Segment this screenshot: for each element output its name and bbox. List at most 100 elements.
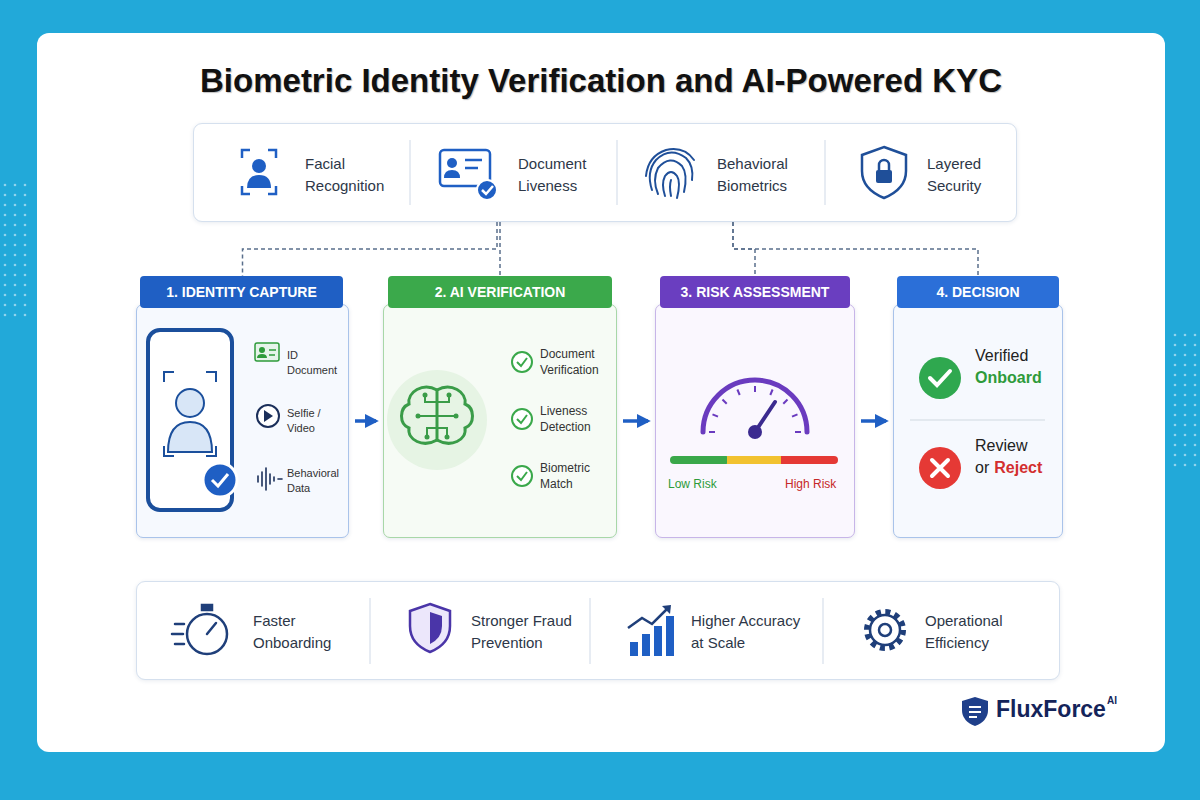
waveform-icon-part xyxy=(261,472,263,486)
phone-illustration-part-part xyxy=(164,372,174,382)
growth-chart-icon-part xyxy=(654,626,662,656)
play-icon-part xyxy=(264,410,273,422)
step-item-text: Behavioral Data xyxy=(287,466,345,496)
text-slot: High Risk xyxy=(785,476,847,492)
fraud-shield-icon-part xyxy=(430,612,442,644)
id-card-icon-part xyxy=(477,180,497,200)
text-slot: 4. DECISION xyxy=(897,276,1059,308)
feature-text: Facial Recognition xyxy=(305,153,400,197)
ai-brain-icon-part-part xyxy=(419,415,437,417)
text-slot: Review xyxy=(975,436,1057,456)
check-icon-part xyxy=(517,415,527,423)
ai-brain-icon-part-part xyxy=(423,393,428,398)
feature-item: Operational Efficiency xyxy=(831,592,1051,672)
face-icon-part xyxy=(252,159,266,173)
stopwatch-icon-part xyxy=(172,633,183,636)
ai-brain-icon-part-part xyxy=(427,428,437,436)
phone-illustration-part xyxy=(164,372,216,456)
feature-text: Operational Efficiency xyxy=(925,610,1035,654)
band-separator-part xyxy=(822,598,824,664)
growth-chart-icon-part xyxy=(630,642,638,656)
text-slot: Higher Accuracy at Scale xyxy=(691,610,816,654)
risk-gauge-part-part xyxy=(795,431,801,433)
decision-icons-part xyxy=(910,419,1045,421)
text-slot: Selfie / Video xyxy=(287,406,345,436)
text-slot: Onboard xyxy=(975,368,1057,388)
scale-label: High Risk xyxy=(785,476,847,492)
ai-brain-icon-part-part xyxy=(425,396,437,402)
band-separator-part xyxy=(589,598,591,664)
text-slot: ID Document xyxy=(287,348,345,378)
id-card-icon-part xyxy=(444,170,460,178)
id-card-icon-part xyxy=(465,159,482,162)
feature-text: Higher Accuracy at Scale xyxy=(691,610,816,654)
logo-wordmark: FluxForce xyxy=(996,696,1106,723)
check-icon-part xyxy=(517,472,527,480)
id-document-icon xyxy=(255,343,279,361)
text-slot: Document Verification xyxy=(540,346,612,378)
text-slot: Biometric Match xyxy=(540,460,612,492)
step-item-text: Document Verification xyxy=(540,346,612,378)
stopwatch-icon-part xyxy=(175,643,184,646)
risk-scale-bar-part xyxy=(670,456,730,464)
panel-body xyxy=(893,304,1063,538)
dot-texture-part xyxy=(0,180,32,320)
phone-illustration-part xyxy=(212,474,228,486)
text-slot: Reject xyxy=(994,458,1042,478)
risk-gauge-part-part xyxy=(709,431,715,433)
decision-icons-part xyxy=(919,357,961,399)
text-slot: Verified xyxy=(975,346,1057,366)
band-separator-part xyxy=(369,598,371,664)
step-item-text: Review xyxy=(975,436,1057,456)
gear-icon-part xyxy=(867,612,903,648)
page-title: Biometric Identity Verification and AI-P… xyxy=(37,62,1165,100)
flow-arrow xyxy=(861,419,886,423)
band-separator-part xyxy=(824,140,826,205)
ai-brain-icon-part-part xyxy=(454,414,459,419)
risk-gauge-part xyxy=(748,425,762,439)
ai-brain-icon-part-part xyxy=(437,387,473,443)
band-separator-part xyxy=(616,140,618,205)
text-slot: Behavioral Biometrics xyxy=(717,153,812,197)
ai-brain-icon-part xyxy=(419,396,455,436)
stopwatch-icon-part xyxy=(175,623,184,626)
step-item-text: Verified xyxy=(975,346,1057,366)
ai-brain-icon-part-part xyxy=(437,415,455,417)
text-slot: Facial Recognition xyxy=(305,153,400,197)
check-icon-part xyxy=(512,409,532,429)
step-item-text: Selfie / Video xyxy=(287,406,345,436)
benefit-band: Faster Onboarding Stronger Fraud Preventi… xyxy=(136,581,1060,680)
feature-band: Facial Recognition Document Liveness Behav… xyxy=(193,123,1017,222)
waveform-icon-part xyxy=(269,474,271,484)
step-item-text: Onboard xyxy=(975,368,1057,388)
dashed-connector xyxy=(243,222,498,276)
step-item-text: ID Document xyxy=(287,348,345,378)
growth-chart-icon-part xyxy=(642,634,650,656)
text-slot: Stronger Fraud Prevention xyxy=(471,610,581,654)
id-card-icon-part xyxy=(482,186,493,194)
band-separator-part xyxy=(409,140,411,205)
logo-shield-part xyxy=(962,697,988,726)
check-icon-part xyxy=(512,466,532,486)
step-item-text: Liveness Detection xyxy=(540,403,612,435)
risk-scale-bar-part xyxy=(781,456,787,464)
text-slot: 1. IDENTITY CAPTURE xyxy=(140,276,343,308)
gear-icon-part xyxy=(879,624,891,636)
ai-brain-icon-part-part xyxy=(447,393,452,398)
text-slot: Behavioral Data xyxy=(287,466,345,496)
flow-arrow xyxy=(355,419,376,423)
waveform-icon-part xyxy=(265,468,267,490)
text-slot: Faster Onboarding xyxy=(253,610,358,654)
feature-text: Document Liveness xyxy=(518,153,608,197)
dot-texture-part xyxy=(1170,330,1200,470)
ai-brain-icon-part xyxy=(416,393,459,440)
id-card-icon-part xyxy=(447,158,457,168)
step-item-text: Biometric Match xyxy=(540,460,612,492)
stage-header: 1. IDENTITY CAPTURE xyxy=(140,276,343,308)
stage-header: 3. RISK ASSESSMENT xyxy=(660,276,850,308)
feature-item: Behavioral Biometrics xyxy=(629,134,821,214)
gear-icon-part xyxy=(870,615,900,645)
phone-illustration-part xyxy=(148,330,232,510)
